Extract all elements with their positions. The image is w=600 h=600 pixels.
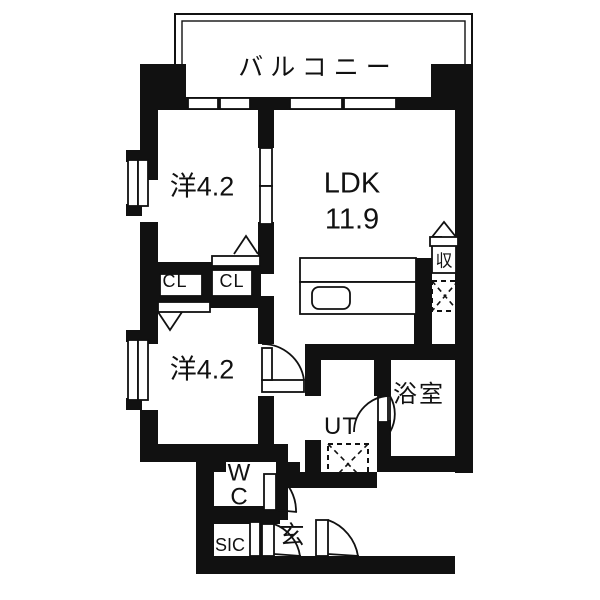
kitchen-sink (311, 286, 351, 310)
closet-right-door[interactable] (211, 234, 261, 297)
closet-left-label: CL (162, 271, 188, 291)
ldk-label: LDK (323, 167, 381, 200)
balcony-sliding-doors[interactable] (187, 97, 397, 110)
entrance-label: 玄 (279, 521, 305, 550)
bedroom-south-door[interactable] (261, 343, 305, 393)
toilet-door[interactable] (263, 473, 298, 513)
closet-left-door[interactable] (157, 273, 211, 332)
entrance-inner-door[interactable] (261, 523, 302, 557)
bathroom-label: 浴室 (393, 381, 445, 408)
window-north (127, 159, 149, 207)
utility-label: UT (324, 413, 358, 440)
kitchen-counter (299, 257, 417, 315)
bedroom-south-label: 洋4.2 (169, 354, 235, 385)
partition-sliding-door[interactable] (259, 147, 273, 225)
closet-right-label: CL (219, 271, 245, 291)
ldk-size-label: 11.9 (324, 203, 380, 236)
pipe-shaft (431, 280, 459, 312)
toilet-label-line2: C (230, 483, 248, 511)
ldk-storage-label: 収 (435, 251, 453, 271)
balcony-label: バルコニー (238, 53, 398, 82)
shoe-closet-label: SIC (214, 535, 246, 555)
bedroom-north-label: 洋4.2 (169, 171, 235, 202)
window-south (127, 339, 149, 401)
shoe-closet-opening[interactable] (249, 521, 261, 557)
ldk-storage-door[interactable] (429, 220, 459, 274)
toilet-label-line1: W (227, 459, 251, 487)
bathroom-door[interactable] (353, 392, 396, 436)
front-door[interactable] (315, 519, 360, 557)
washing-machine-pan (327, 443, 369, 485)
